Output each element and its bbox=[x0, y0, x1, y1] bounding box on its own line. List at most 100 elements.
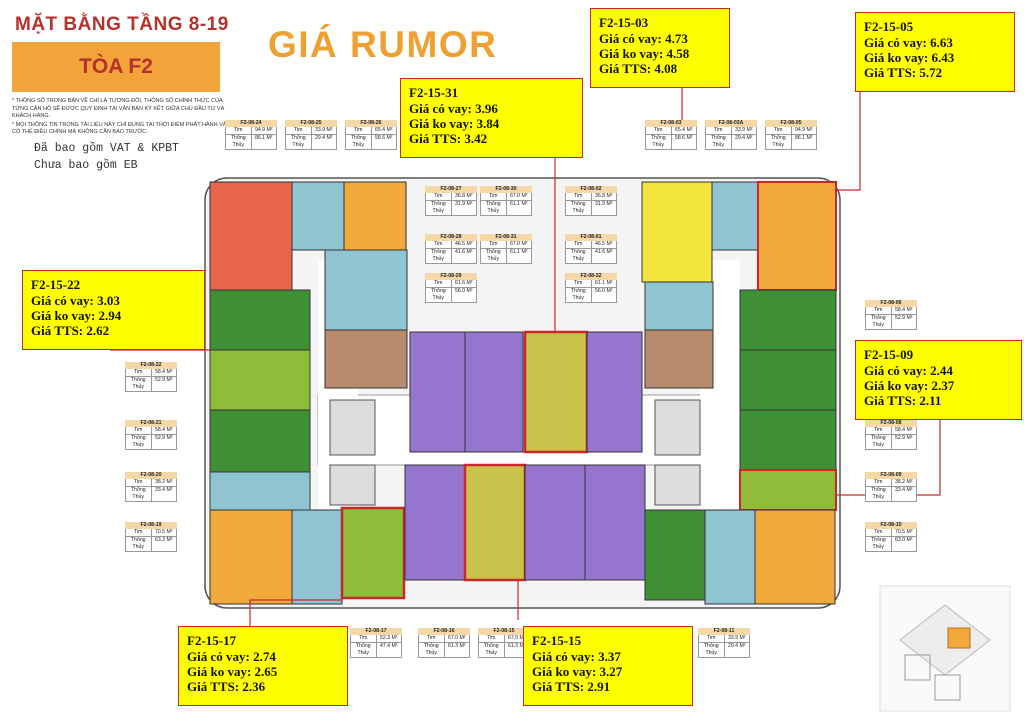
label-tim: Tim bbox=[874, 479, 883, 485]
callout-price-tts: Giá TTS: 4.08 bbox=[599, 61, 678, 76]
unit-tim-area: 52.3 M² bbox=[375, 635, 402, 642]
unit-id: F2-08-01 bbox=[565, 234, 617, 241]
unit-thong-thuy-area: 33.4 M² bbox=[150, 487, 177, 501]
unit-F2-08-03 bbox=[641, 181, 713, 283]
label-thong-thuy: Thông Thủy bbox=[355, 643, 371, 656]
price-callout: F2-15-22 Giá có vay: 3.03 Giá ko vay: 2.… bbox=[22, 270, 205, 350]
label-thong-thuy: Thông Thủy bbox=[290, 135, 306, 148]
unit-tim-area: 36.8 M² bbox=[450, 193, 477, 200]
label-tim: Tim bbox=[434, 241, 443, 247]
unit-F2-08-09 bbox=[739, 469, 837, 511]
callout-price-loan: Giá có vay: 3.96 bbox=[409, 101, 498, 116]
unit-thong-thuy-area: 29.4 M² bbox=[730, 135, 757, 149]
unit-id: F2-08-22 bbox=[125, 362, 177, 369]
callout-price-loan: Giá có vay: 2.74 bbox=[187, 649, 276, 664]
unit-thong-thuy-area: 47.4 M² bbox=[375, 643, 402, 657]
stair-core-right bbox=[654, 399, 701, 456]
unit-thong-thuy-area: 52.9 M² bbox=[890, 435, 917, 449]
label-tim: Tim bbox=[574, 193, 583, 199]
tower-label: TÒA F2 bbox=[12, 42, 220, 92]
unit-thong-thuy-area: 58.6 M² bbox=[670, 135, 697, 149]
unit-thong-thuy-area: 52.9 M² bbox=[150, 377, 177, 391]
unit-thong-thuy-area: 86.1 M² bbox=[250, 135, 277, 149]
unit-id: F2-08-08 bbox=[865, 420, 917, 427]
unit-thong-thuy-area: 29.4 M² bbox=[723, 643, 750, 657]
unit-F2-08-05 bbox=[757, 181, 837, 291]
label-thong-thuy: Thông Thủy bbox=[870, 435, 886, 448]
label-tim: Tim bbox=[359, 635, 368, 641]
callout-price-tts: Giá TTS: 2.11 bbox=[864, 393, 942, 408]
label-thong-thuy: Thông Thủy bbox=[570, 288, 586, 301]
label-tim: Tim bbox=[874, 307, 883, 313]
unit-id: F2-08-32 bbox=[565, 273, 617, 280]
unit-thong-thuy-area: 63.3 M² bbox=[150, 537, 177, 551]
callout-price-loan: Giá có vay: 6.63 bbox=[864, 35, 953, 50]
price-callout: F2-15-03 Giá có vay: 4.73 Giá ko vay: 4.… bbox=[590, 8, 730, 88]
unit-id: F2-08-15 bbox=[478, 628, 530, 635]
vat-note: Đã bao gồm VAT & KPBT Chưa bao gồm EB bbox=[34, 140, 179, 174]
callout-code: F2-15-22 bbox=[31, 277, 81, 292]
unit-tim-area: 67.0 M² bbox=[443, 635, 470, 642]
unit-id: F2-08-10 bbox=[865, 522, 917, 529]
unit-thong-thuy-area: 61.3 M² bbox=[503, 643, 530, 657]
unit-tim-area: 58.4 M² bbox=[890, 307, 917, 314]
unit-center-purple-3 bbox=[524, 464, 586, 581]
label-tim: Tim bbox=[774, 127, 783, 133]
callout-price-loan: Giá có vay: 4.73 bbox=[599, 31, 688, 46]
callout-price-tts: Giá TTS: 2.62 bbox=[31, 323, 110, 338]
unit-id: F2-08-27 bbox=[425, 186, 477, 193]
unit-F2-08-16 bbox=[404, 464, 466, 581]
unit-thong-thuy-area: 63.0 M² bbox=[890, 537, 917, 551]
unit-right-green-2 bbox=[739, 349, 837, 411]
unit-tim-area: 36.8 M² bbox=[590, 193, 617, 200]
unit-thong-thuy-area: 56.0 M² bbox=[450, 288, 477, 302]
unit-thong-thuy-area: 56.0 M² bbox=[590, 288, 617, 302]
callout-price-loan: Giá có vay: 2.44 bbox=[864, 363, 953, 378]
unit-id: F2-08-09 bbox=[865, 472, 917, 479]
unit-tim-area: 65.4 M² bbox=[370, 127, 397, 134]
unit-thong-thuy-area: 86.1 M² bbox=[790, 135, 817, 149]
unit-tim-area: 58.4 M² bbox=[890, 427, 917, 434]
leader-lines bbox=[110, 87, 941, 640]
callout-price-loan: Giá có vay: 3.03 bbox=[31, 293, 120, 308]
unit-id: F2-08-03 bbox=[645, 120, 697, 127]
label-tim: Tim bbox=[427, 635, 436, 641]
callout-code: F2-15-05 bbox=[864, 19, 914, 34]
unit-id: F2-08-21 bbox=[125, 420, 177, 427]
unit-tim-area: 67.0 M² bbox=[505, 241, 532, 248]
label-tim: Tim bbox=[234, 127, 243, 133]
callout-price-no-loan: Giá ko vay: 3.84 bbox=[409, 116, 500, 131]
unit-F2-08-15 bbox=[463, 463, 527, 582]
price-callout: F2-15-17 Giá có vay: 2.74 Giá ko vay: 2.… bbox=[178, 626, 348, 706]
callout-price-no-loan: Giá ko vay: 2.94 bbox=[31, 308, 122, 323]
unit-tim-area: 33.9 M² bbox=[723, 635, 750, 642]
label-thong-thuy: Thông Thủy bbox=[130, 487, 146, 500]
unit-F2-08-32 bbox=[586, 331, 643, 453]
label-thong-thuy: Thông Thủy bbox=[430, 288, 446, 301]
label-tim: Tim bbox=[134, 479, 143, 485]
unit-id: F2-08-24 bbox=[225, 120, 277, 127]
eb-line: Chưa bao gồm EB bbox=[34, 159, 138, 172]
label-tim: Tim bbox=[294, 127, 303, 133]
callout-price-no-loan: Giá ko vay: 2.65 bbox=[187, 664, 278, 679]
disclaimer-notes: * THÔNG SỐ TRONG BẢN VẼ CHỈ LÀ TƯƠNG ĐỐI… bbox=[12, 98, 227, 138]
unit-id: F2-08-31 bbox=[480, 234, 532, 241]
unit-F2-08-11 bbox=[704, 509, 756, 605]
label-thong-thuy: Thông Thủy bbox=[483, 643, 499, 656]
price-callout: F2-15-09 Giá có vay: 2.44 Giá ko vay: 2.… bbox=[855, 340, 1022, 420]
unit-thong-thuy-area: 61.3 M² bbox=[443, 643, 470, 657]
label-tim: Tim bbox=[874, 427, 883, 433]
unit-id: F2-08-29 bbox=[425, 273, 477, 280]
unit-F2-08-31 bbox=[523, 330, 589, 454]
label-tim: Tim bbox=[434, 193, 443, 199]
